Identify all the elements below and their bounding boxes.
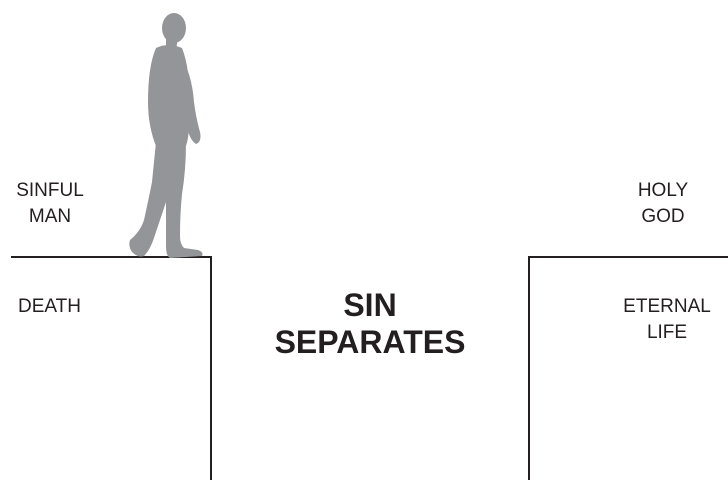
center-line-1: SIN	[258, 287, 482, 324]
eternal-life-line-1: ETERNAL	[606, 294, 728, 320]
sinful-man-line-2: MAN	[4, 204, 96, 230]
holy-god-line-1: HOLY	[622, 178, 704, 204]
sinful-man-line-1: SINFUL	[4, 178, 96, 204]
holy-god-label: HOLY GOD	[622, 178, 704, 230]
sin-separates-title: SIN SEPARATES	[258, 287, 482, 361]
sinful-man-label: SINFUL MAN	[4, 178, 96, 230]
death-text: DEATH	[18, 294, 81, 320]
left-cliff	[12, 257, 211, 480]
right-cliff	[529, 257, 728, 480]
walking-man-icon	[110, 6, 220, 260]
center-line-2: SEPARATES	[258, 324, 482, 361]
eternal-life-label: ETERNAL LIFE	[606, 294, 728, 346]
death-label: DEATH	[18, 294, 81, 320]
holy-god-line-2: GOD	[622, 204, 704, 230]
eternal-life-line-2: LIFE	[606, 320, 728, 346]
